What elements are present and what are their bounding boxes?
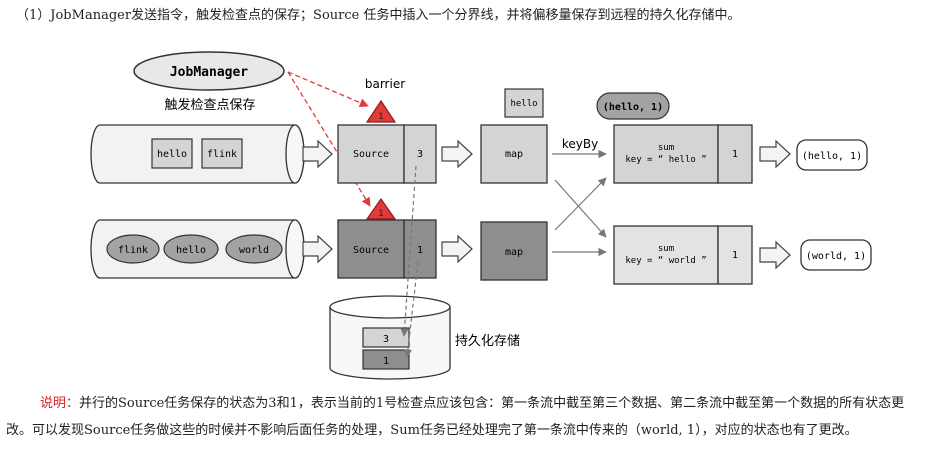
output-bottom-label: (world, 1) <box>806 251 866 262</box>
jobmanager-label: JobManager <box>170 65 248 80</box>
storage-entry-top <box>362 327 410 348</box>
storage-entry-top-value: 3 <box>383 334 389 345</box>
source-top-label: Source <box>353 149 389 160</box>
sum-bottom-state: 1 <box>732 250 738 261</box>
barrier-triangle-top <box>365 99 397 123</box>
stream-top-item-label: flink <box>207 149 237 160</box>
sum-top-state-box <box>717 124 753 184</box>
offset-arrow-top <box>400 165 417 337</box>
offset-arrow-bottom <box>403 261 419 358</box>
output-top <box>796 139 868 171</box>
stream-bottom-item-label: hello <box>176 245 206 256</box>
barrier-top-number: 1 <box>378 112 384 122</box>
stream-top-item-hello <box>151 138 193 169</box>
source-top-offset: 3 <box>417 149 423 160</box>
storage-entry-bottom <box>362 349 410 370</box>
sum-top-state: 1 <box>732 149 738 160</box>
checkpoint-diagram: JobManager 触发检查点保存 barrier hello flink f… <box>90 51 872 380</box>
block-arrow-top-2 <box>441 139 473 169</box>
stream-bottom-item-label: world <box>239 245 269 256</box>
header-caption: （1）JobManager发送指令，触发检查点的保存；Source 任务中插入一… <box>16 8 741 23</box>
keyby-label: keyBy <box>562 137 598 151</box>
output-bottom <box>800 239 872 271</box>
trigger-arrow-top <box>287 71 369 107</box>
sum-bottom-line1: sum <box>658 244 674 254</box>
route-top-bottom <box>554 179 607 238</box>
map-top-box <box>480 124 548 184</box>
map-incoming-item <box>504 88 544 118</box>
stream-top-item-flink <box>201 138 243 169</box>
source-bottom-offset: 1 <box>417 245 423 256</box>
map-bottom-box <box>480 221 548 281</box>
description-lead: 说明： <box>40 396 80 411</box>
block-arrow-bottom-1 <box>302 234 333 264</box>
block-arrow-top-3 <box>759 139 791 169</box>
source-bottom-offset-box <box>403 219 437 279</box>
trigger-arrow-bottom <box>287 71 371 207</box>
stream-bottom-item-flink <box>106 234 160 264</box>
stream-bottom-item-hello <box>163 234 219 264</box>
sum-incoming-item <box>596 92 670 120</box>
map-incoming-label: hello <box>510 99 537 109</box>
storage-entry-bottom-value: 1 <box>383 356 389 367</box>
source-top-box <box>337 124 405 184</box>
sum-bottom-box <box>613 225 719 285</box>
sum-bottom-state-box <box>717 225 753 285</box>
source-bottom-label: Source <box>353 245 389 256</box>
map-top-label: map <box>505 149 523 160</box>
sum-top-line1: sum <box>658 143 674 153</box>
stream-top-item-label: hello <box>157 149 187 160</box>
trigger-label: 触发检查点保存 <box>164 97 255 113</box>
map-bottom-label: map <box>505 247 523 258</box>
description-body: 并行的Source任务保存的状态为3和1，表示当前的1号检查点应该包含：第一条流… <box>6 396 905 438</box>
barrier-triangle-bottom <box>365 197 397 220</box>
sum-top-line2: key = “ hello ” <box>625 155 706 165</box>
sum-top-box <box>613 124 719 184</box>
barrier-bottom-number: 1 <box>378 209 384 219</box>
output-top-label: (hello, 1) <box>802 151 862 162</box>
block-arrow-top-1 <box>302 139 333 169</box>
description-paragraph: 说明：并行的Source任务保存的状态为3和1，表示当前的1号检查点应该包含：第… <box>6 390 928 444</box>
block-arrow-bottom-2 <box>441 234 473 264</box>
barrier-label: barrier <box>365 77 405 91</box>
jobmanager-node <box>133 51 285 91</box>
stream-bottom-item-label: flink <box>118 245 148 256</box>
sum-incoming-label: (hello, 1) <box>603 102 663 113</box>
sum-bottom-line2: key = “ world ” <box>625 256 706 266</box>
route-bottom-top <box>554 177 607 231</box>
stream-cylinder-top <box>90 124 305 184</box>
stream-bottom-item-world <box>225 234 283 264</box>
storage-label: 持久化存储 <box>455 334 520 349</box>
block-arrow-bottom-3 <box>759 240 791 270</box>
source-top-offset-box <box>403 124 437 184</box>
